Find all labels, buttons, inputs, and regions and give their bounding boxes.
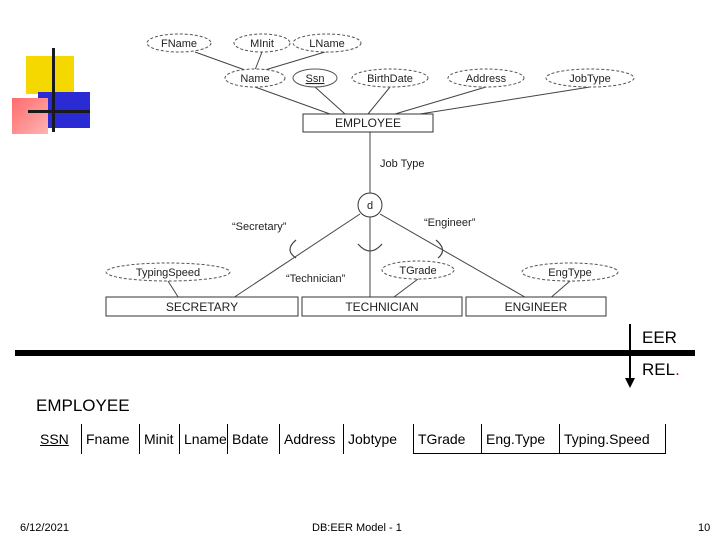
subset-arc-engineer — [435, 239, 444, 259]
link-address-employee — [394, 86, 487, 115]
entity-engineer-label: ENGINEER — [505, 300, 568, 314]
relation-column: Fname — [82, 424, 140, 454]
link-minit-name — [254, 51, 263, 71]
branch-engineer-label: “Engineer” — [424, 217, 476, 229]
attr-typingspeed-label: TypingSpeed — [136, 267, 200, 279]
relation-column: Jobtype — [344, 424, 414, 454]
decorative-vertical-line — [52, 48, 55, 132]
attr-ssn-ellipse — [292, 68, 338, 88]
link-fname-name — [194, 51, 246, 71]
link-jobtype-employee — [419, 86, 591, 115]
relation-column: TGrade — [414, 424, 482, 454]
discriminator-label: Job Type — [380, 158, 424, 170]
attr-typingspeed-ellipse — [105, 262, 231, 282]
link-lname-name — [264, 51, 326, 71]
attr-jobtype-label: JobType — [569, 73, 611, 85]
entity-employee-box — [302, 113, 434, 133]
link-birthdate-employee — [367, 86, 391, 115]
relation-column: Lname — [180, 424, 228, 454]
entity-employee-label: EMPLOYEE — [335, 116, 401, 130]
relation-key-column: SSN — [40, 431, 69, 447]
attr-birthdate-ellipse — [351, 68, 429, 88]
relation-column: Typing.Speed — [560, 424, 666, 454]
link-disjoint-engineer — [379, 213, 531, 301]
attr-name-label: Name — [240, 73, 269, 85]
attr-lname-label: LName — [309, 38, 344, 50]
rel-label: REL — [642, 360, 676, 379]
subset-arc-technician — [357, 243, 383, 252]
entity-technician-box — [301, 296, 463, 317]
attr-address-ellipse — [447, 68, 525, 88]
attr-fname-label: FName — [161, 38, 197, 50]
attr-minit-label: MInit — [250, 38, 274, 50]
attr-engtype-ellipse — [521, 262, 619, 282]
attr-name-ellipse — [224, 68, 286, 88]
disjoint-circle — [357, 192, 383, 218]
relation-column: SSN — [36, 424, 82, 454]
footer-date: 6/12/2021 — [20, 522, 69, 534]
relation-column: Address — [280, 424, 344, 454]
branch-technician-label: “Technician” — [286, 273, 346, 285]
decorative-horizontal-line — [28, 110, 90, 113]
attr-tgrade-ellipse — [381, 260, 455, 280]
entity-technician-label: TECHNICIAN — [345, 300, 418, 314]
disjoint-symbol: d — [367, 200, 373, 212]
relation-schema-table: SSN Fname Minit Lname Bdate Address Jobt… — [36, 424, 666, 456]
relation-column: Minit — [140, 424, 180, 454]
entity-engineer-box — [465, 296, 607, 317]
decorative-red-square — [12, 98, 48, 134]
rel-label-period: . — [675, 360, 680, 379]
footer-title: DB:EER Model - 1 — [312, 522, 402, 534]
footer-page-number: 10 — [698, 522, 711, 534]
mapping-arrow-icon — [625, 324, 635, 388]
eer-label: EER — [642, 328, 677, 347]
attr-tgrade-label: TGrade — [399, 265, 436, 277]
mapping-divider — [15, 350, 695, 356]
attr-engtype-label: EngType — [548, 267, 591, 279]
attr-minit-ellipse — [233, 33, 291, 53]
attr-lname-ellipse — [292, 33, 362, 53]
entity-secretary-label: SECRETARY — [166, 300, 238, 314]
entity-secretary-box — [105, 296, 299, 317]
attr-birthdate-label: BirthDate — [367, 73, 413, 85]
link-ssn-employee — [314, 86, 346, 115]
attr-ssn-label: Ssn — [306, 73, 325, 85]
subset-arc-secretary — [289, 239, 297, 259]
attr-address-label: Address — [466, 73, 507, 85]
relation-name: EMPLOYEE — [36, 396, 130, 415]
branch-secretary-label: “Secretary” — [232, 221, 287, 233]
rel-label-group: REL. — [642, 360, 680, 380]
relation-column: Bdate — [228, 424, 280, 454]
decorative-yellow-square — [26, 56, 74, 94]
link-name-employee — [254, 86, 331, 115]
relation-column: Eng.Type — [482, 424, 560, 454]
attr-jobtype-ellipse — [545, 68, 635, 88]
attr-fname-ellipse — [146, 33, 212, 53]
